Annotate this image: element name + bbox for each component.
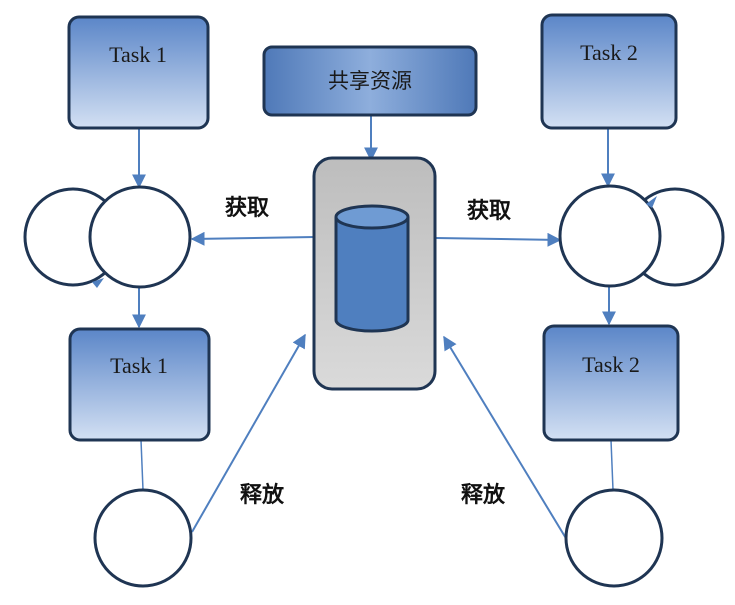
task2-bottom-label: Task 2	[582, 352, 640, 377]
task2-top-label: Task 2	[580, 40, 638, 65]
shared-resource-header: 共享资源	[262, 45, 478, 117]
task2-loop	[558, 184, 725, 288]
task1-release-circle	[93, 488, 193, 588]
line-task1-bottom-to-circle	[140, 439, 144, 491]
loop-circle-front	[88, 185, 192, 289]
arrow-release-left	[191, 333, 306, 533]
acquire-label-left: 获取	[225, 196, 269, 221]
arrow-release-right	[443, 335, 568, 541]
task1-top-box: Task 1	[67, 15, 210, 130]
acquire-label-right: 获取	[467, 199, 511, 224]
task1-top-label: Task 1	[109, 42, 167, 67]
loop-arrow-icon	[92, 278, 104, 288]
release-label-left: 释放	[240, 482, 285, 508]
task2-release-circle	[564, 488, 664, 588]
shared-resource-label: 共享资源	[328, 69, 412, 93]
loop-circle-front	[558, 184, 662, 288]
resource-container	[312, 156, 437, 391]
loop-arrow-icon	[646, 196, 657, 208]
database-icon	[334, 204, 410, 333]
connectors	[132, 116, 616, 541]
task1-loop	[23, 185, 192, 289]
arrow-acquire-right	[435, 232, 562, 247]
line-task2-bottom-to-circle	[610, 439, 614, 491]
task2-bottom-box: Task 2	[542, 324, 680, 442]
task2-top-box: Task 2	[540, 13, 678, 130]
task1-bottom-box: Task 1	[68, 327, 211, 442]
arrow-acquire-left	[190, 231, 316, 246]
task1-bottom-label: Task 1	[110, 353, 168, 378]
release-label-right: 释放	[461, 482, 506, 508]
